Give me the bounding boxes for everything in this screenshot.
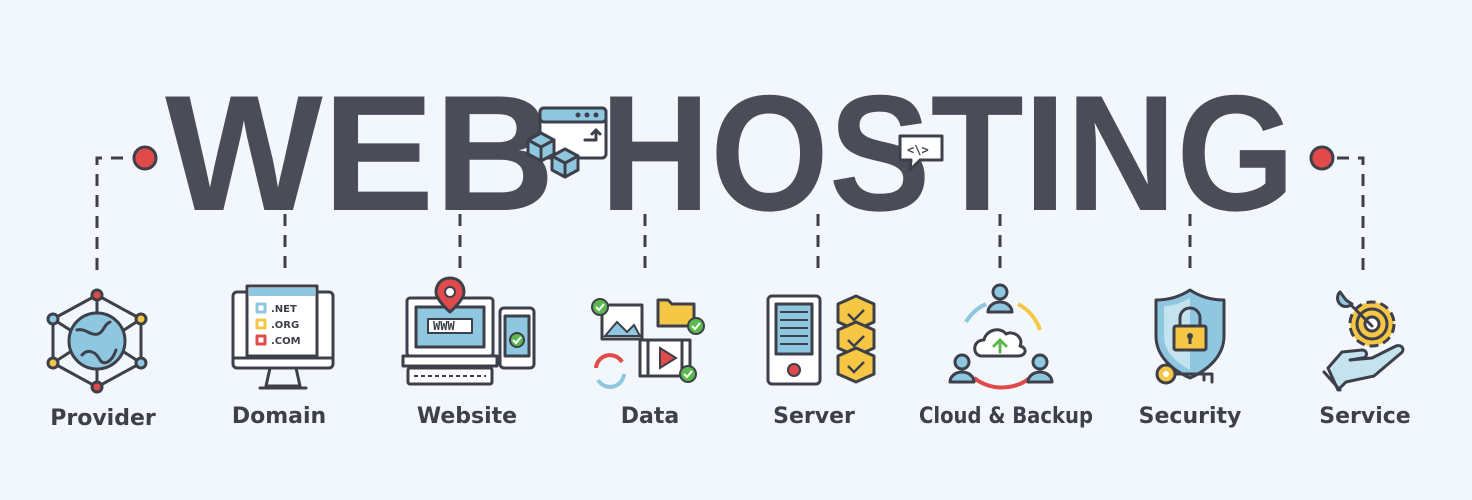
- service-icon: [1322, 290, 1405, 392]
- server-icon: [766, 294, 876, 386]
- label-cloud-backup: Cloud & Backup: [919, 404, 1093, 429]
- title-web: WEB: [165, 61, 555, 245]
- security-icon: [1154, 288, 1226, 385]
- drop-lines: [283, 214, 1192, 272]
- domain-org: .ORG: [271, 320, 299, 331]
- cloud-backup-icon: [948, 283, 1054, 390]
- label-provider: Provider: [50, 406, 156, 431]
- data-icon: [591, 298, 705, 389]
- domain-net: .NET: [271, 304, 297, 315]
- label-data: Data: [621, 404, 679, 429]
- domain-com: .COM: [271, 336, 301, 347]
- domain-icon: .NET .ORG .COM: [231, 284, 335, 390]
- website-www: WWW: [433, 319, 455, 333]
- right-connector: [1309, 145, 1365, 270]
- website-icon: WWW: [401, 276, 536, 386]
- label-server: Server: [773, 404, 855, 429]
- browser-cubes-icon: [526, 106, 608, 179]
- code-tag: <\>: [907, 143, 929, 157]
- title-hosting: HOSTING: [600, 61, 1295, 245]
- code-bubble-icon: <\>: [898, 134, 944, 172]
- label-service: Service: [1319, 404, 1410, 429]
- label-domain: Domain: [232, 404, 326, 429]
- label-security: Security: [1139, 404, 1242, 429]
- label-website: Website: [417, 404, 517, 429]
- left-connector: [95, 145, 158, 270]
- provider-icon: [46, 288, 148, 394]
